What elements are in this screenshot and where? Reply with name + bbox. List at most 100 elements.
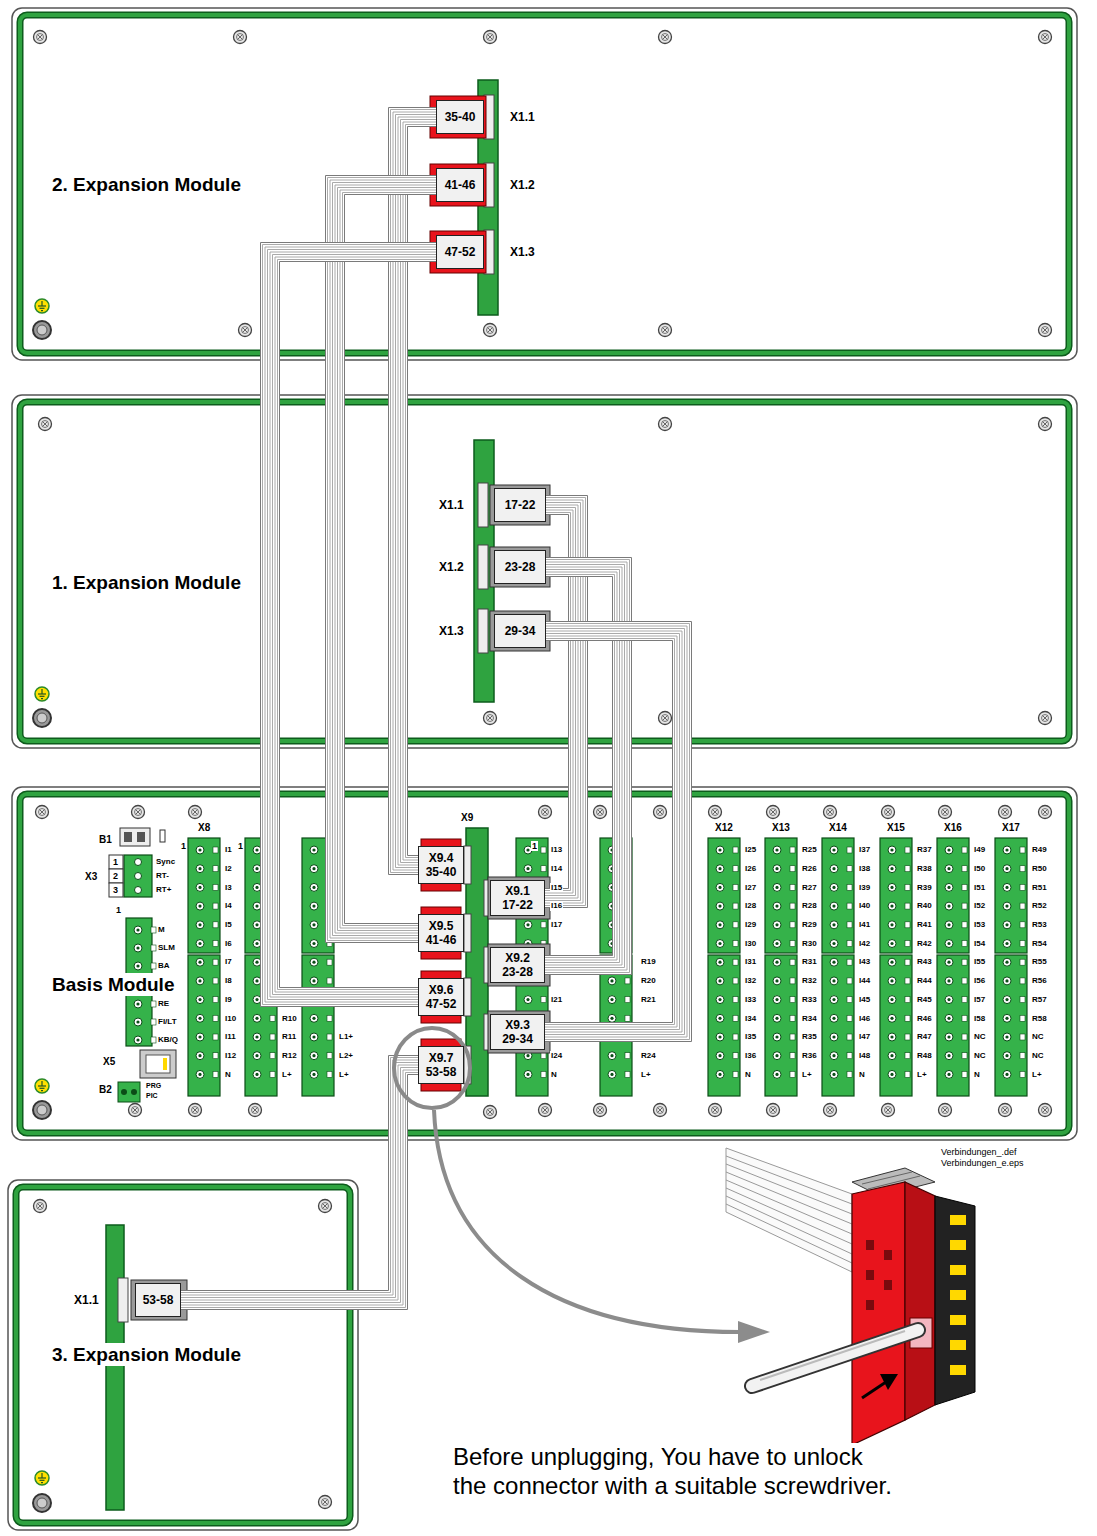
signal-name: SLM [157,943,176,953]
pin-label: I16 [550,901,563,911]
connector-name: X1.1 [509,110,536,124]
pin-label: R51 [1031,883,1048,893]
terminal-number: 1 [180,841,187,852]
pin-label: R44 [916,976,933,986]
pin-range: 29-34 [505,624,536,638]
callout-arrow [434,1110,740,1332]
signal-name: RT- [155,871,170,881]
connector-name: X1.1 [438,498,465,512]
connector-name: X8 [197,822,211,834]
ground-terminals [33,299,51,1512]
connector-plug: X9.435-40 [418,846,464,884]
pin-label: L+ [916,1070,928,1080]
pin-label: R42 [916,939,933,949]
connector-name: X13 [771,822,791,834]
pin-label: I17 [550,920,563,930]
pin-range: 47-52 [426,997,457,1011]
ribbon-cable [389,108,437,875]
file-name: Verbindungen_e.eps [940,1158,1025,1169]
connector-name: X1.2 [509,178,536,192]
ribbon-band [181,1065,418,1300]
pin-label: I43 [858,957,871,967]
ribbon-wire [181,1060,418,1295]
pin-label: N [224,1070,232,1080]
pin-label: I6 [224,939,233,949]
pin-label: I48 [858,1051,871,1061]
ribbon-wire [335,185,436,933]
pin-label: R46 [916,1014,933,1024]
pin-label: I5 [224,920,233,930]
ribbon-wire [181,1058,418,1293]
ribbon-wire [545,629,685,1035]
ribbon-wire [545,636,677,1027]
pin-label: I14 [550,864,563,874]
pin-label: R28 [801,901,818,911]
pin-label: I47 [858,1032,871,1042]
ribbon-edge [280,262,437,988]
ribbon-band [270,252,436,997]
pin-label: I55 [973,957,986,967]
pin-label: R41 [916,920,933,930]
ribbon-wire [401,120,437,863]
ribbon-wire [330,180,436,938]
connector-detail-picture [726,1148,975,1445]
connector-plug: 35-40X1.1 [436,100,484,134]
pin-label: N [744,1070,752,1080]
ribbon-wire [403,122,436,860]
pin-label: I35 [744,1032,757,1042]
ribbon-cable [545,558,632,975]
pin-label: R58 [1031,1014,1048,1024]
pin-label: I10 [224,1014,237,1024]
terminal-number: 1 [115,905,122,916]
pin-label: N [858,1070,866,1080]
pin-label: I41 [858,920,871,930]
pin-label: L+ [1031,1070,1043,1080]
pin-range: 23-28 [502,965,533,979]
ribbon-wire [181,1063,418,1298]
pin-label: L+ [281,1070,293,1080]
signal-name: PRG [145,1082,162,1090]
ribbon-edge [545,641,673,1023]
signal-name: KB/Q [157,1035,179,1045]
pin-label: R52 [1031,901,1048,911]
pin-label: I45 [858,995,871,1005]
ribbon-cable [326,176,437,943]
pin-label: I46 [858,1014,871,1024]
pin-label: R30 [801,939,818,949]
pin-label: R21 [640,995,657,1005]
pin-label: R53 [1031,920,1048,930]
pin-label: R35 [801,1032,818,1042]
pin-range: 23-28 [505,560,536,574]
pin-label: R47 [916,1032,933,1042]
ribbon-band [545,631,682,1032]
pin-label: I13 [550,845,563,855]
pin-label: I30 [744,939,757,949]
connector-plug: 29-34X1.3 [494,614,546,648]
pin-label: I37 [858,845,871,855]
pin-range: 35-40 [426,865,457,879]
ribbon-wire [333,183,437,936]
pin-range: 17-22 [502,898,533,912]
ribbon-wire [268,250,437,1000]
pin-label: L1+ [338,1032,354,1042]
pin-label: R19 [640,957,657,967]
connector-name: X14 [828,822,848,834]
pin-range: 53-58 [143,1293,174,1307]
pin-label: NC [1031,1051,1045,1061]
connector-name: X15 [886,822,906,834]
ribbon-wire [328,178,437,941]
ribbon-wire [278,260,437,990]
ribbon-cable [261,243,437,1007]
component-name: B2 [98,1084,113,1096]
basis-connector-board [421,828,550,1096]
ribbon-band [398,117,436,865]
module-panel: 2. Expansion Module35-40X1.141-46X1.247-… [12,8,1077,360]
connector-plug: 53-58X1.1 [135,1283,181,1317]
pin-label: I2 [224,864,233,874]
connector-name: X9.5 [429,919,454,933]
pin-label: I36 [744,1051,757,1061]
pin-label: R56 [1031,976,1048,986]
ribbon-edge [545,622,692,1042]
ribbon-wire [398,117,436,865]
connector-name: X9.2 [505,951,530,965]
